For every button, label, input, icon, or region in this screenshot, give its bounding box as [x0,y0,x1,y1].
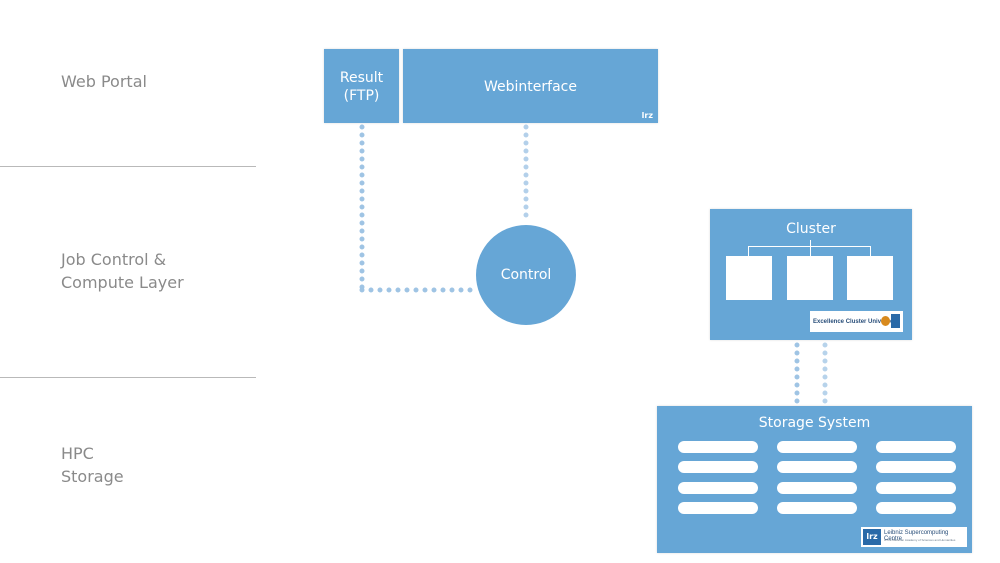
storage-disk [777,461,857,473]
webinterface-box: Webinterface lrz [403,49,658,123]
storage-disk [678,441,758,453]
webinterface-label: Webinterface [484,79,577,95]
cluster-bracket-right [870,246,871,256]
layer-label-job-control: Job Control & Compute Layer [61,250,184,292]
cluster-node [847,256,893,300]
storage-disk [876,441,956,453]
excellence-logo-orb [881,316,890,326]
storage-system-box: Storage System lrz Leibniz Supercomputin… [657,406,972,553]
cluster-node [787,256,833,300]
lrz-logo-subtext: of the Bavarian Academy of Sciences and … [884,538,956,542]
storage-system-label: Storage System [758,415,871,431]
lrz-logo-text: Leibniz Supercomputing Centre [884,530,949,542]
cluster-bracket-mid [810,246,811,256]
result-ftp-box: Result (FTP) [324,49,399,123]
storage-disk [678,502,758,514]
control-label: Control [500,267,552,283]
layer-label-web-portal: Web Portal [61,72,147,91]
cluster-bracket [748,246,870,247]
layer-label-hpc-storage: HPC Storage [61,444,124,486]
cluster-bracket-stem [810,240,811,247]
storage-disk [678,461,758,473]
layer-divider [0,166,256,167]
excellence-cluster-logo-text: Excellence Cluster Universe [813,319,894,325]
storage-disk [876,482,956,494]
excellence-cluster-logo: Excellence Cluster Universe [810,311,903,332]
cluster-node [726,256,772,300]
lrz-logo: lrz Leibniz Supercomputing Centre of the… [861,527,967,547]
layer-divider [0,377,256,378]
storage-disk [777,441,857,453]
cluster-bracket-left [748,246,749,256]
lrz-badge: lrz [641,111,653,120]
storage-disk [777,482,857,494]
cluster-box: Cluster Excellence Cluster Universe [710,209,912,340]
cluster-label: Cluster [786,221,836,237]
storage-disk [876,461,956,473]
storage-disk [678,482,758,494]
storage-disk [876,502,956,514]
storage-disk [777,502,857,514]
lrz-logo-mark: lrz [863,529,881,545]
excellence-logo-mark [891,314,900,328]
result-ftp-label: Result (FTP) [339,70,384,104]
control-node: Control [476,225,576,325]
